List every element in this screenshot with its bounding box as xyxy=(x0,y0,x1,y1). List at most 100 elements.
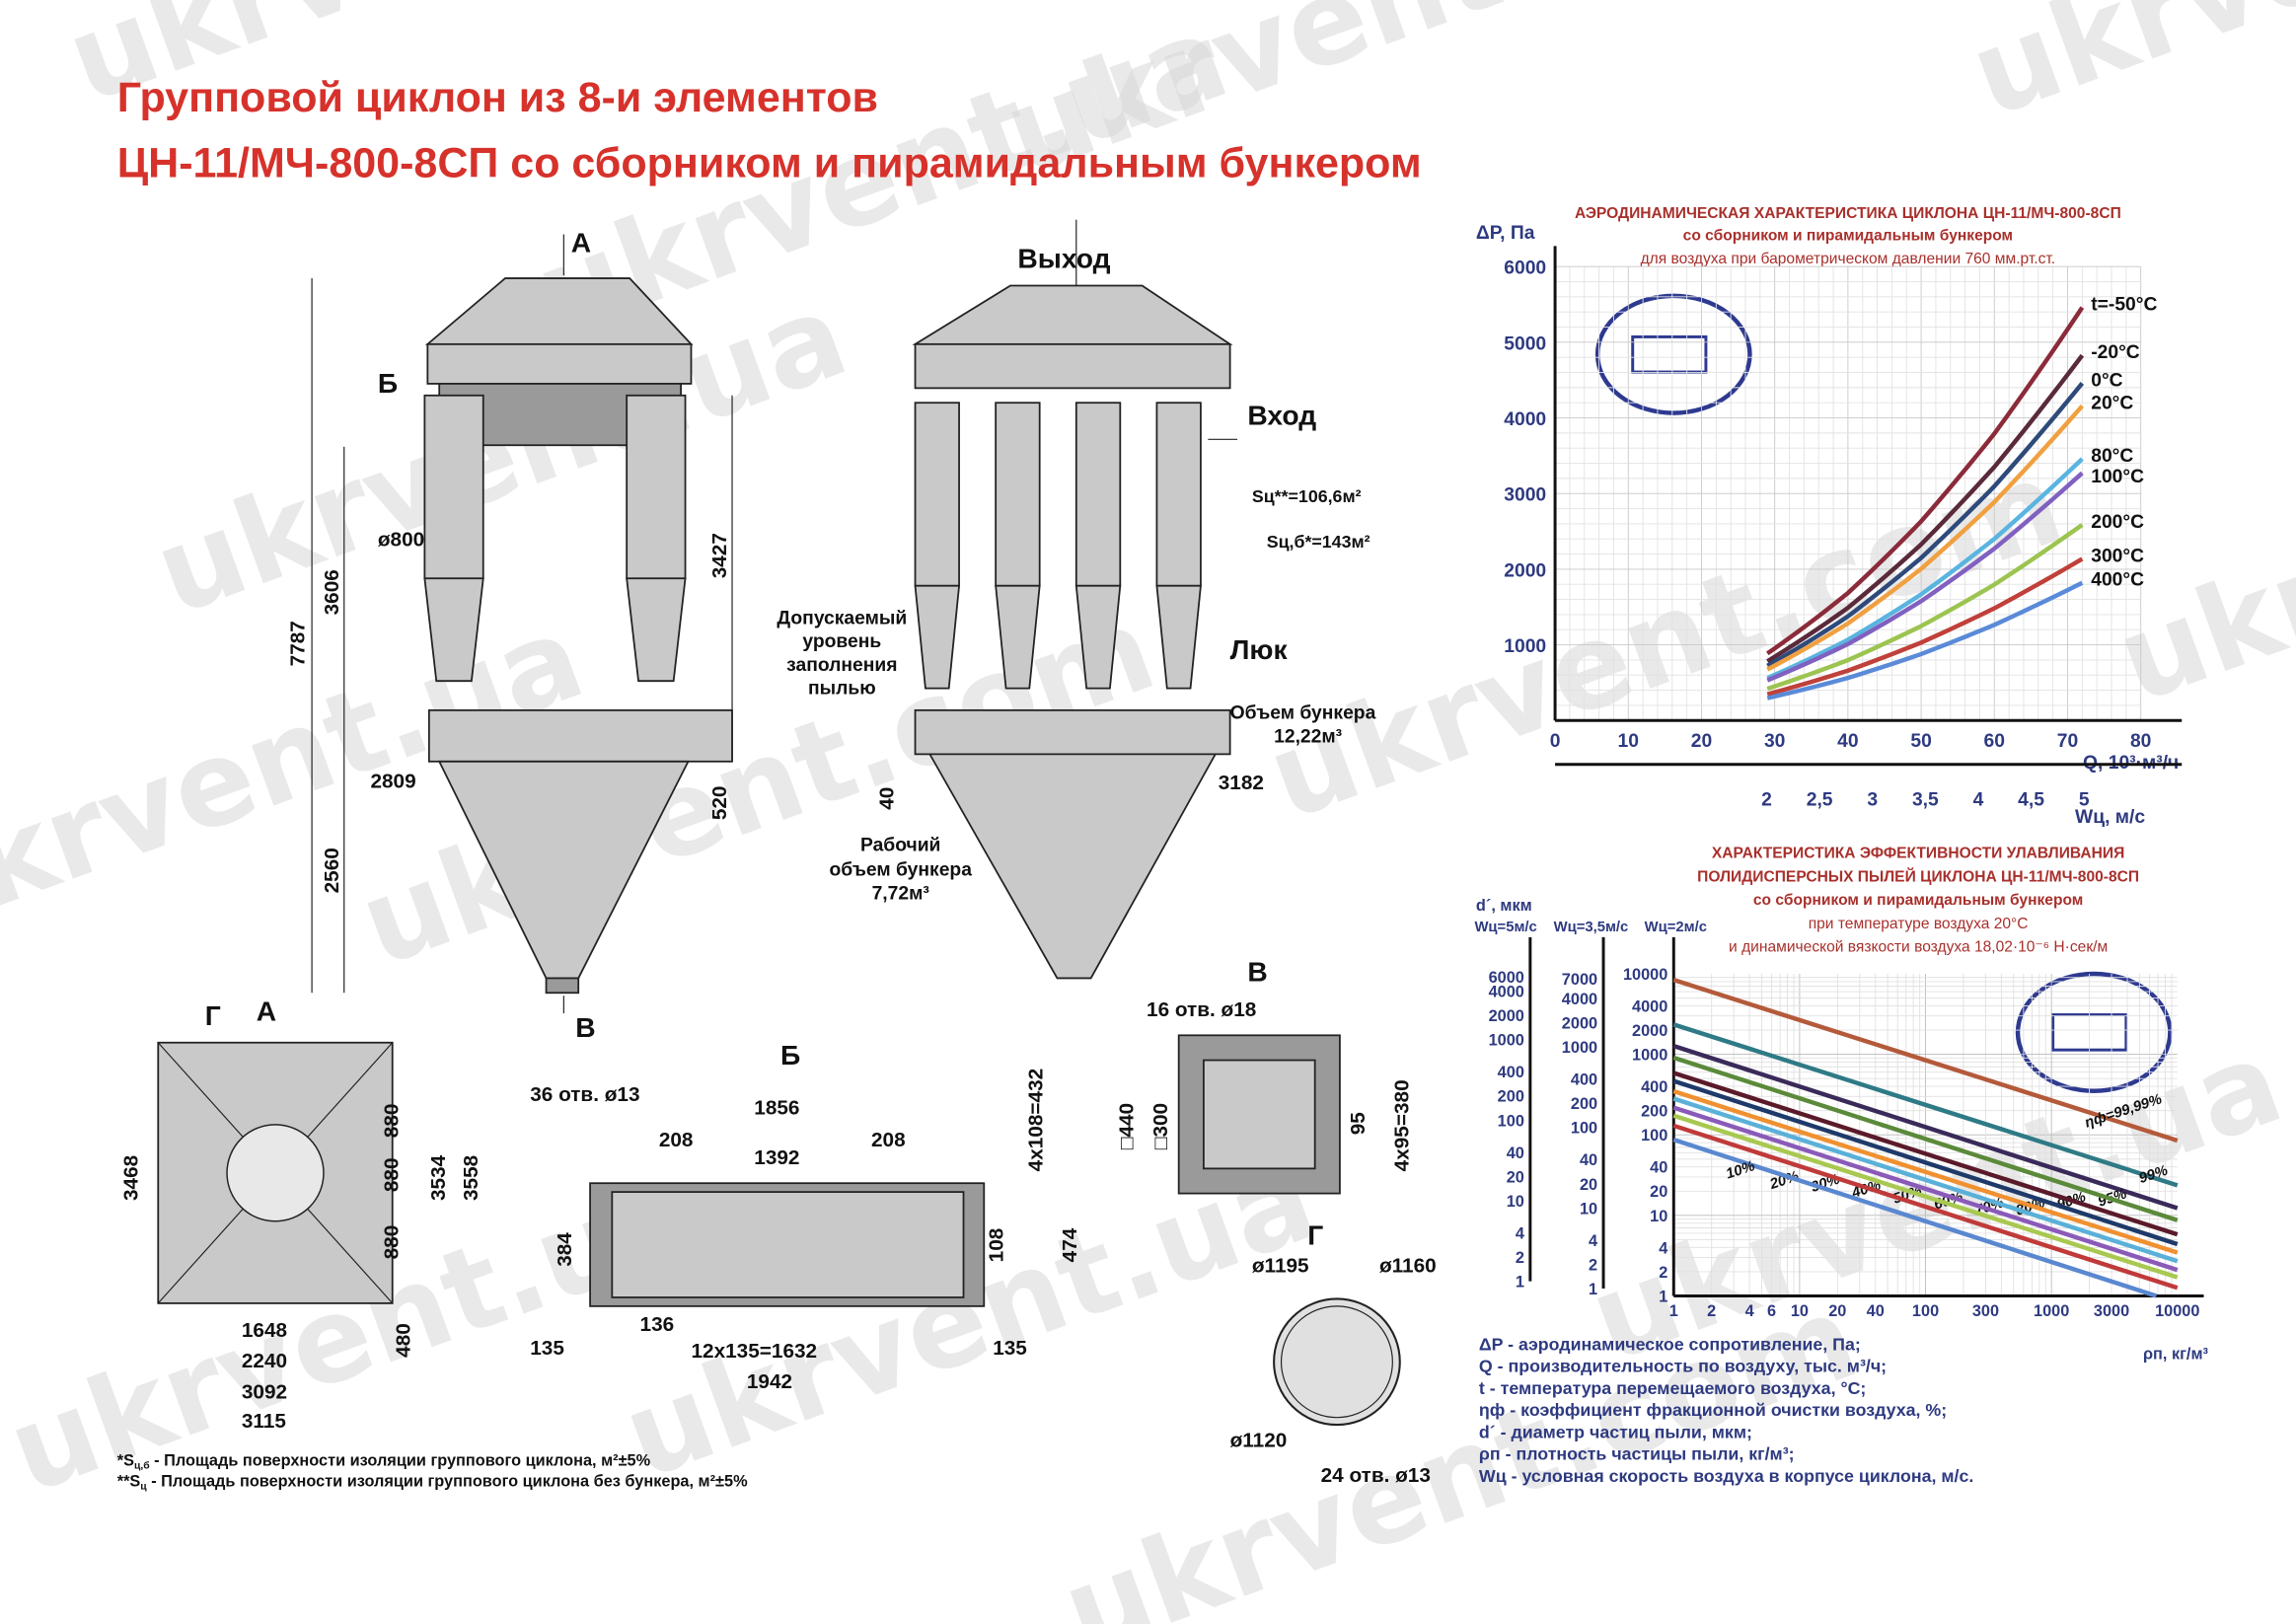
x-tick-label: 50 xyxy=(1910,731,1931,752)
x-tick-label: 10000 xyxy=(2155,1302,2199,1320)
series-label: 400°С xyxy=(2091,570,2144,591)
series-line xyxy=(1672,1070,2179,1237)
x-tick-label: 1000 xyxy=(2034,1302,2069,1320)
dim-880: 880 xyxy=(381,1104,404,1139)
section-view-b: Б 36 отв. ø13 1856 208 208 1392 4x108=43… xyxy=(530,1039,1081,1393)
y-tick-label: 20 xyxy=(1507,1168,1524,1186)
label-fill-level: заполнения xyxy=(786,655,897,676)
dim-40: 40 xyxy=(875,787,898,810)
dim-1195: ø1195 xyxy=(1252,1255,1309,1278)
y-tick-label: 200 xyxy=(1498,1088,1524,1106)
x-tick-label: 1 xyxy=(1669,1302,1678,1320)
chart2-title: ХАРАКТЕРИСТИКА ЭФФЕКТИВНОСТИ УЛАВЛИВАНИЯ xyxy=(1712,846,2124,862)
dim-440: □440 xyxy=(1116,1103,1139,1149)
x-tick-label: 4 xyxy=(1745,1302,1754,1320)
y-tick-label: 2 xyxy=(1589,1256,1597,1274)
label-a: А xyxy=(571,226,591,258)
y-tick-label: 10 xyxy=(1580,1200,1597,1218)
cyclone-right-cone xyxy=(626,577,687,683)
chart2-note: при температуре воздуха 20°С xyxy=(1809,916,2029,932)
y-tick-label: 2 xyxy=(1516,1249,1524,1267)
footnote: *Sц,б - Площадь поверхности изоляции гру… xyxy=(117,1452,651,1472)
label-holes: 36 отв. ø13 xyxy=(530,1083,639,1106)
dim-474: 474 xyxy=(1059,1227,1081,1262)
x2-tick-label: 2 xyxy=(1761,789,1772,810)
series-line xyxy=(1672,1088,2179,1255)
cyclone xyxy=(995,402,1041,587)
y-tick-label: 1000 xyxy=(1504,636,1546,657)
y-tick-label: 200 xyxy=(1571,1095,1597,1113)
y-tick-label: 40 xyxy=(1580,1151,1597,1169)
flange-opening xyxy=(1203,1059,1316,1170)
dim-3468: 3468 xyxy=(120,1155,143,1201)
x2-tick-label: 3 xyxy=(1867,789,1878,810)
dim-3606: 3606 xyxy=(321,569,343,615)
label-b: Б xyxy=(378,367,398,399)
front-view: А Б В ø800 7787 3606 3427 520 2560 2809 xyxy=(287,226,733,1043)
bunker-outlet xyxy=(545,977,580,995)
label-inlet: Вход xyxy=(1247,399,1316,430)
collector-inner xyxy=(611,1191,965,1298)
x-tick-label: 100 xyxy=(1912,1302,1939,1320)
stamp-ellipse xyxy=(1594,293,1752,415)
label-v: В xyxy=(575,1011,595,1043)
chart2-yaxis-label: Wц=3,5м/с xyxy=(1554,920,1629,935)
view-g: Г ø1195 ø1160 ø1120 24 отв. ø13 xyxy=(1230,1219,1437,1487)
x-tick-label: 70 xyxy=(2057,731,2078,752)
chart1-title: АЭРОДИНАМИЧЕСКАЯ ХАРАКТЕРИСТИКА ЦИКЛОНА … xyxy=(1575,205,2121,222)
x2-tick-label: 2,5 xyxy=(1807,789,1833,810)
dim-1632: 12x135=1632 xyxy=(691,1340,817,1363)
dim-1392: 1392 xyxy=(754,1146,799,1169)
title-line-2: ЦН-11/МЧ-800-8СП со сборником и пирамида… xyxy=(117,140,1422,187)
series-label: 300°С xyxy=(2091,546,2144,566)
dim-3092: 3092 xyxy=(242,1380,287,1403)
series-line xyxy=(1672,1138,2158,1298)
y-tick-label: 40 xyxy=(1507,1144,1524,1162)
series-line xyxy=(1766,457,2084,681)
label-surface-cb: Sц,б*=143м² xyxy=(1267,532,1370,552)
legend-item: d´ - диаметр частиц пыли, мкм; xyxy=(1479,1422,1752,1441)
x-tick-label: 20 xyxy=(1828,1302,1846,1320)
chart2-yaxis-label: Wц=2м/с xyxy=(1645,920,1707,935)
series-line xyxy=(1766,471,2084,683)
y-tick-label: 7000 xyxy=(1562,971,1597,989)
y-tick-label: 4 xyxy=(1516,1224,1524,1242)
dim-3182: 3182 xyxy=(1219,772,1264,794)
label-g: Г xyxy=(205,999,221,1031)
efficiency-chart: ХАРАКТЕРИСТИКА ЭФФЕКТИВНОСТИ УЛАВЛИВАНИЯ… xyxy=(1474,846,2208,1364)
y-tick-label: 6000 xyxy=(1504,258,1546,279)
label-outlet: Выход xyxy=(1017,243,1110,274)
pyramid-bunker xyxy=(927,753,1218,980)
dim-880: 880 xyxy=(381,1225,404,1260)
series-line xyxy=(1672,1022,2179,1188)
chart2-xlabel: ρп, кг/м³ xyxy=(2143,1345,2209,1363)
label-bunker-volume: Объем бункера xyxy=(1230,703,1376,724)
dim-108: 108 xyxy=(986,1228,1008,1263)
stamp-cyclone-icon xyxy=(1631,334,1708,374)
flange-inner-circle xyxy=(1280,1305,1393,1419)
chart2-subtitle: со сборником и пирамидальным бункером xyxy=(1753,892,2083,909)
cyclone xyxy=(914,402,960,587)
legend-item: Wц - условная скорость воздуха в корпусе… xyxy=(1479,1466,1973,1486)
outlet-chamber xyxy=(426,342,693,385)
x2-tick-label: 5 xyxy=(2079,789,2090,810)
x-tick-label: 60 xyxy=(1984,731,2005,752)
series-line xyxy=(1672,978,2179,1144)
y-tick-label: 2000 xyxy=(1562,1015,1597,1033)
label-fill-level: Допускаемый xyxy=(777,608,907,628)
cyclone-cone xyxy=(1155,584,1202,690)
y-tick-label: 4 xyxy=(1589,1232,1597,1250)
label-bunker-volume: 12,22м³ xyxy=(1274,727,1342,748)
legend-item: t - температура перемещаемого воздуха, °… xyxy=(1479,1378,1866,1398)
y-tick-label: 1 xyxy=(1589,1281,1597,1298)
series-label: 200°С xyxy=(2091,512,2144,533)
side-view: Выход Вход Sц**=106,6м² Sц,б*=143м² Допу… xyxy=(777,219,1376,980)
view-g-title: Г xyxy=(1307,1219,1323,1251)
series-line xyxy=(1766,382,2085,668)
series-line xyxy=(1672,1096,2179,1264)
y-tick-label: 5000 xyxy=(1504,333,1546,354)
y-tick-label: 40 xyxy=(1650,1159,1667,1177)
dim-208: 208 xyxy=(659,1129,694,1151)
y-tick-label: 400 xyxy=(1641,1078,1667,1096)
outlet-chamber xyxy=(914,342,1231,390)
